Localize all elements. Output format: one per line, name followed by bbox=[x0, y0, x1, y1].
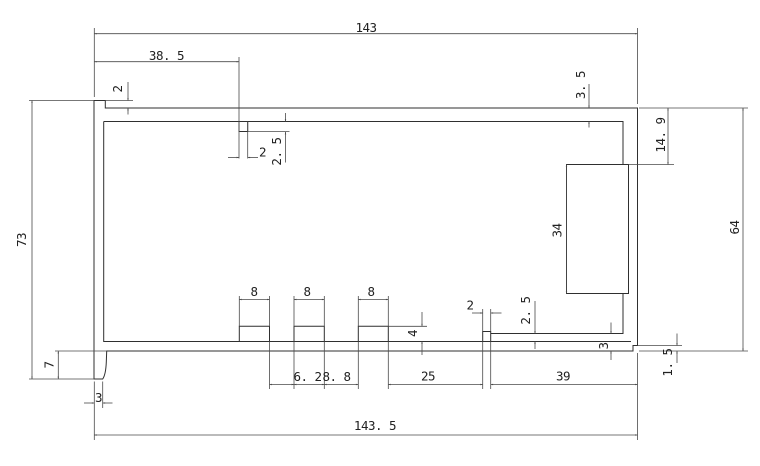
dim-shelf-step: 2. 5 bbox=[518, 296, 533, 324]
dim-ceiling-rib-width: 2 bbox=[259, 145, 266, 160]
ceiling-rib bbox=[238, 121, 249, 132]
profile-outer-outline bbox=[93, 100, 638, 380]
dim-gap-2: 8. 8 bbox=[322, 369, 350, 384]
inner-left-wall-and-floor bbox=[103, 121, 631, 342]
dim-pocket-height: 34 bbox=[550, 223, 565, 237]
dim-tooth-height: 4 bbox=[405, 330, 420, 337]
profile-geometry bbox=[93, 100, 638, 380]
floor-tooth-1 bbox=[238, 325, 270, 342]
dim-body-height: 64 bbox=[727, 220, 742, 234]
bottom-rib bbox=[482, 331, 492, 342]
leader-arrows bbox=[84, 82, 678, 404]
dim-span-25: 25 bbox=[421, 369, 435, 384]
dim-foot-height: 7 bbox=[42, 361, 57, 368]
right-pocket bbox=[566, 164, 629, 294]
dim-tooth-1-width: 8 bbox=[250, 284, 257, 299]
floor-tooth-3 bbox=[357, 325, 389, 342]
dim-overall-width-top: 143 bbox=[355, 20, 376, 35]
dimension-labels: 143 38. 5 2 3. 5 14. 9 64 34 73 7 3 8 8 … bbox=[14, 20, 742, 433]
dim-ceiling-rib-depth: 2. 5 bbox=[269, 137, 284, 165]
dim-tooth-3-width: 8 bbox=[367, 284, 374, 299]
dim-overall-width-bottom: 143. 5 bbox=[354, 418, 396, 433]
dim-top-wall-thickness: 3. 5 bbox=[573, 71, 588, 99]
lower-right-wall-and-shelf bbox=[490, 293, 624, 334]
dim-right-step-depth: 14. 9 bbox=[653, 117, 668, 152]
dim-span-39: 39 bbox=[556, 369, 570, 384]
dim-lip-offset: 38. 5 bbox=[149, 48, 184, 63]
dim-lip-height: 2 bbox=[110, 85, 125, 92]
dim-tooth-2-width: 8 bbox=[303, 284, 310, 299]
dim-bottom-rib-width: 2 bbox=[466, 298, 473, 313]
dim-bottom-wall: 3 bbox=[596, 342, 611, 349]
extension-lines bbox=[29, 28, 748, 440]
dimension-lines bbox=[31, 32, 744, 436]
dim-overall-height: 73 bbox=[14, 233, 29, 247]
dim-foot-width: 3 bbox=[95, 390, 102, 405]
inner-ceiling-and-right-step bbox=[103, 121, 624, 165]
dim-gap-1: 6. 2 bbox=[293, 369, 321, 384]
dim-corner-step: 1. 5 bbox=[660, 348, 675, 376]
floor-tooth-2 bbox=[293, 325, 325, 342]
